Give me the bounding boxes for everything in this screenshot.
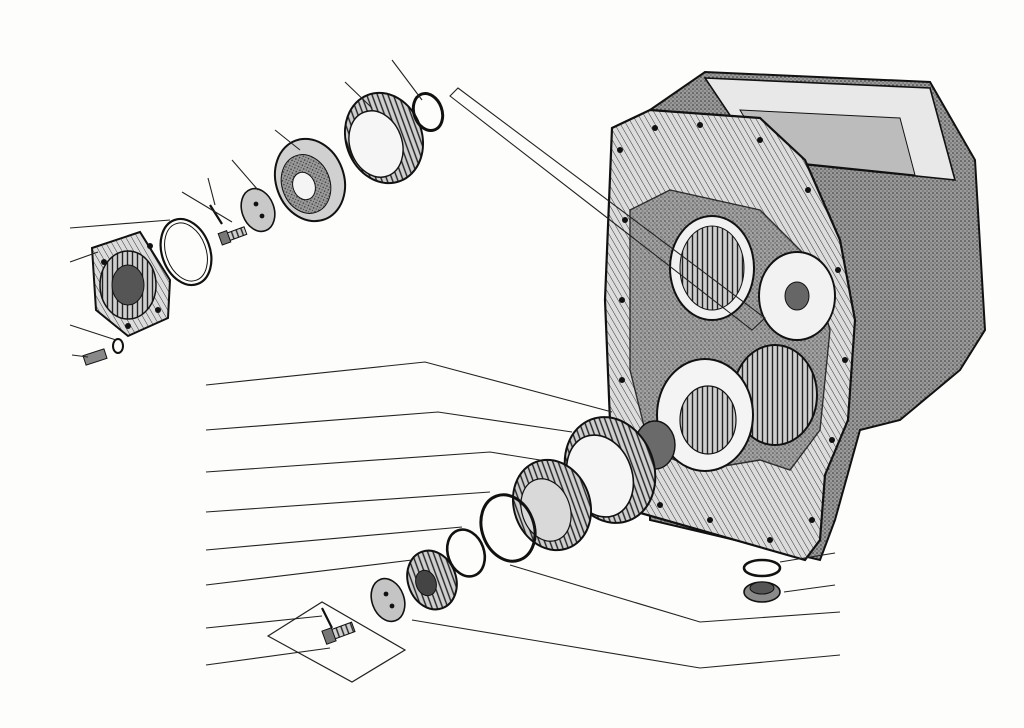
upper-cover-flange (90, 230, 172, 338)
lower-left-bolt-washer (82, 338, 124, 366)
upper-snap-ring (411, 92, 445, 132)
upper-roller-bearing (343, 91, 425, 185)
leader-lines (69, 59, 841, 669)
lower-snap-ring (445, 528, 487, 578)
upper-lock-plate (240, 187, 276, 233)
upper-ball-bearing (273, 137, 347, 223)
gearbox-housing (603, 70, 987, 562)
right-plug (743, 581, 781, 603)
lower-lock-plate (370, 577, 406, 623)
upper-o-ring (159, 217, 213, 287)
shaft-axis-line (449, 87, 766, 331)
lower-lock-pin (321, 607, 333, 629)
lower-spline-gear (406, 549, 458, 611)
lower-bolt (321, 621, 356, 645)
right-seal-ring (742, 558, 782, 578)
upper-bolt (217, 226, 248, 246)
upper-lock-pin (209, 204, 223, 225)
lower-ring (479, 493, 537, 563)
bracket-outline (266, 601, 407, 683)
